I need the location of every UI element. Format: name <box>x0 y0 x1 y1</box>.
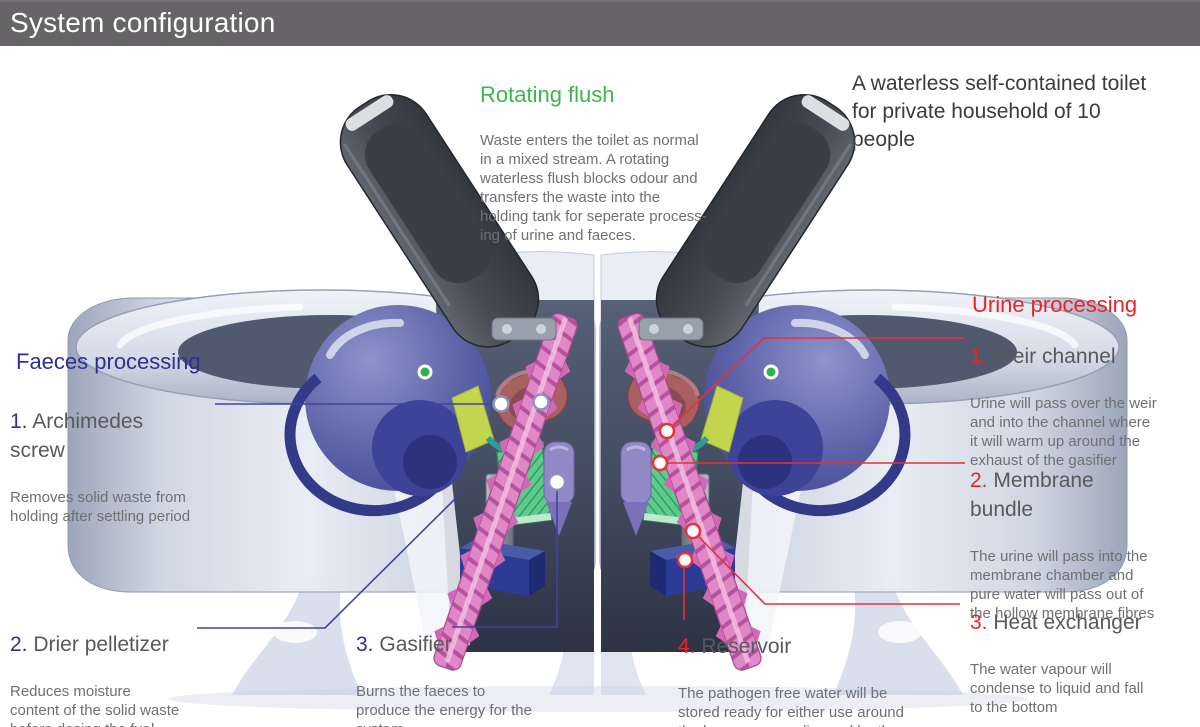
callout-desc: The water vapour will condense to liquid… <box>970 661 1144 716</box>
callout-number: 1. <box>10 410 28 433</box>
rotating-flush-block: Rotating flush Waste enters the toilet a… <box>480 64 730 263</box>
funnel-throat <box>403 435 457 489</box>
red-dot-reservoir <box>676 551 694 569</box>
blue-dot-holding-pod <box>532 393 550 411</box>
leader-heat-exchanger <box>692 530 960 605</box>
title-bar: System configuration <box>0 0 1200 46</box>
rotating-flush-heading: Rotating flush <box>480 82 615 107</box>
callout-weir-channel: 1. Weir channel Urine will pass over the… <box>970 324 1195 488</box>
leader-drier-pelletizer <box>197 491 463 629</box>
faeces-heading: Faeces processing <box>16 349 201 374</box>
urine-heading: Urine processing <box>972 292 1138 317</box>
seat-highlight <box>116 303 304 349</box>
callout-label: Heat exchanger <box>993 611 1142 634</box>
callout-heat-exchanger: 3. Heat exchanger The water vapour will … <box>970 590 1200 727</box>
rotating-flush-desc: Waste enters the toilet as normal in a m… <box>480 132 707 244</box>
callout-gasifier: 3. Gasifier Burns the faeces to produce … <box>356 612 586 727</box>
blue-dot-gasifier <box>547 472 567 492</box>
red-dot-heat-exchanger <box>684 522 702 540</box>
callout-label: Gasifier <box>379 633 452 656</box>
leader-weir-channel <box>666 337 965 432</box>
callout-label: Drier pelletizer <box>33 633 169 656</box>
callout-desc: Burns the faeces to produce the energy f… <box>356 683 532 727</box>
callout-reservoir: 4. Reservoir The pathogen free water wil… <box>678 614 928 727</box>
green-dot-rotating-flush-right <box>766 367 776 377</box>
product-statement: A waterless self-contained toilet for pr… <box>852 72 1147 151</box>
callout-desc: The pathogen free water will be stored r… <box>678 685 904 727</box>
marker-dots <box>417 364 779 569</box>
callout-number: 4. <box>678 635 696 658</box>
green-dot-rotating-flush-left <box>420 367 430 377</box>
red-dot-weir-channel <box>658 422 676 440</box>
red-dot-membrane-bundle <box>651 454 669 472</box>
blue-dot-archimedes-screw <box>492 395 510 413</box>
funnel-gloss <box>326 318 404 359</box>
callout-desc: Reduces moisture content of the solid wa… <box>10 683 180 727</box>
leader-gasifier <box>452 483 558 628</box>
toilet-lid <box>339 93 540 348</box>
callout-number: 3. <box>970 611 988 634</box>
foot-hole <box>273 621 317 643</box>
callout-desc: Removes solid waste from holding after s… <box>10 489 191 525</box>
floor-shadow <box>168 686 1028 712</box>
lid-hinge <box>491 317 557 341</box>
callout-desc: The urine will pass into the membrane ch… <box>970 548 1155 622</box>
faeces-leader-lines <box>197 403 558 629</box>
urine-leader-lines <box>661 337 965 620</box>
callout-label: Weir channel <box>993 345 1116 368</box>
callout-desc: Urine will pass over the weir and into t… <box>970 395 1157 469</box>
callout-label: Archimedes screw <box>10 410 144 462</box>
callout-drier-pelletizer: 2. Drier pelletizer Reduces moisture con… <box>10 612 240 727</box>
callout-archimedes-screw: 1. Archimedes screw Removes solid waste … <box>10 389 220 544</box>
toilet-cutaway-left-half <box>67 93 596 695</box>
page-title: System configuration <box>10 7 276 38</box>
callout-label: Membrane bundle <box>970 469 1094 521</box>
callout-number: 2. <box>10 633 28 656</box>
callout-number: 3. <box>356 633 374 656</box>
callout-label: Reservoir <box>701 635 792 658</box>
callout-membrane-bundle: 2. Membrane bundle The urine will pass i… <box>970 448 1195 641</box>
callout-number: 2. <box>970 469 988 492</box>
callout-number: 1. <box>970 345 988 368</box>
